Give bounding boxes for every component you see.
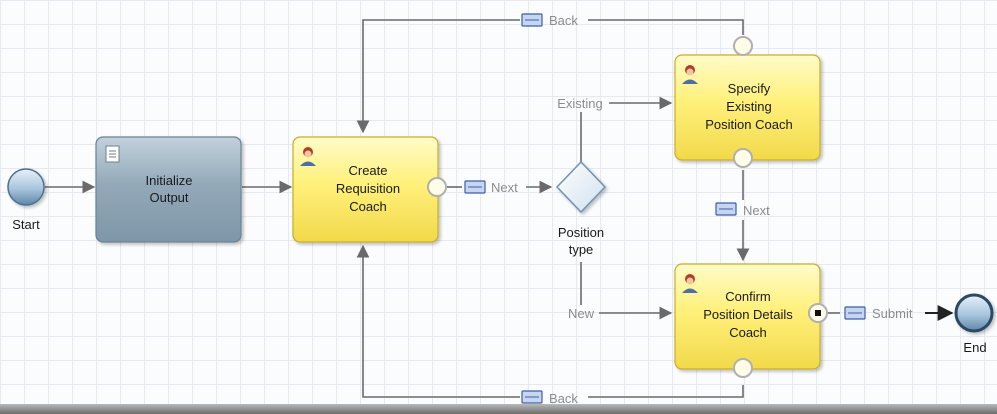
- end-event-label: End: [963, 340, 986, 355]
- flow-back-bottom[interactable]: [588, 385, 744, 398]
- specify-back-port[interactable]: [733, 36, 753, 56]
- flow-label-existing: Existing: [557, 96, 603, 111]
- user-icon: [682, 65, 698, 84]
- message-icon: [715, 202, 737, 216]
- message-icon: [464, 180, 486, 194]
- message-icon: [844, 306, 866, 320]
- create-requisition-next-port[interactable]: [427, 177, 447, 197]
- start-event-label: Start: [12, 217, 40, 232]
- flow-label-next-specify: Next: [743, 203, 770, 218]
- flow-back-top-tail[interactable]: [356, 19, 520, 134]
- flow-label-submit: Submit: [872, 306, 913, 321]
- end-event[interactable]: [954, 293, 994, 333]
- canvas-bottom-border: [0, 404, 997, 414]
- flow-label-next-create: Next: [491, 180, 518, 195]
- flow-back-bottom-tail[interactable]: [356, 244, 520, 398]
- start-event[interactable]: [7, 168, 45, 206]
- flow-label-back-bottom: Back: [549, 391, 578, 406]
- user-icon: [682, 274, 698, 293]
- flow-back-top[interactable]: [588, 19, 744, 35]
- message-icon: [521, 13, 543, 27]
- specify-next-port[interactable]: [733, 148, 753, 168]
- initialize-output-task[interactable]: [95, 136, 242, 243]
- message-icon: [521, 390, 543, 404]
- position-type-gateway[interactable]: [555, 160, 607, 214]
- script-icon: [105, 145, 120, 163]
- user-icon: [300, 147, 316, 166]
- confirm-submit-port-center: [815, 310, 821, 316]
- flow-label-new: New: [568, 306, 595, 321]
- flow-label-back-top: Back: [549, 13, 578, 28]
- confirm-back-port[interactable]: [733, 358, 753, 378]
